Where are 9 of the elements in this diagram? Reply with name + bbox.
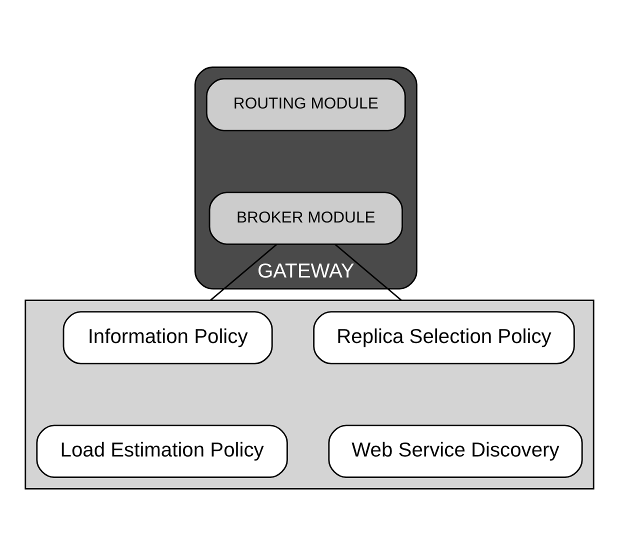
connector bbox=[210, 243, 278, 300]
node-box: ROUTING MODULE bbox=[206, 78, 406, 131]
cluster bbox=[24, 299, 594, 489]
node-box: Web Service Discovery bbox=[328, 424, 583, 478]
node-box: Load Estimation Policy bbox=[36, 424, 288, 478]
node-box: Replica Selection Policy bbox=[313, 310, 575, 364]
connector bbox=[334, 243, 402, 300]
node-box: BROKER MODULE bbox=[208, 191, 403, 244]
node-box: Information Policy bbox=[62, 310, 273, 364]
